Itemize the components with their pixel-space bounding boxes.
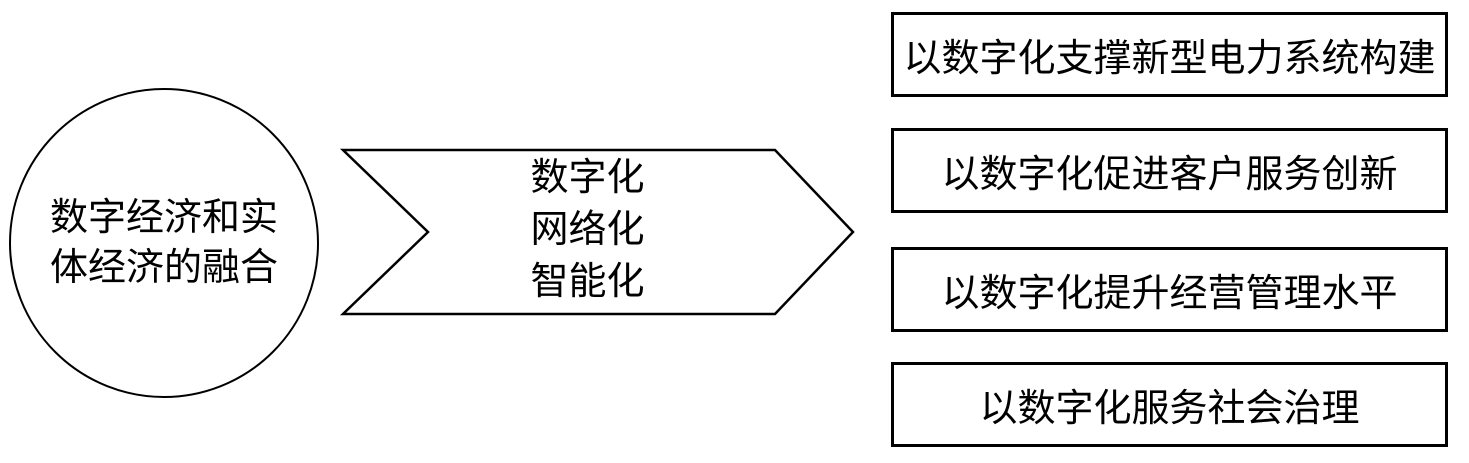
process-box-label: 以数字化提升经营管理水平 <box>941 273 1398 315</box>
process-box-social-governance: 以数字化服务社会治理 <box>891 362 1448 447</box>
process-box-label: 以数字化促进客户服务创新 <box>941 154 1398 196</box>
circle-label-line-2: 体经济的融合 <box>49 247 278 289</box>
process-box-customer-service: 以数字化促进客户服务创新 <box>891 128 1448 213</box>
arrow-label-line-digitalization: 数字化 <box>530 157 645 199</box>
arrow-label-line-networking: 网络化 <box>530 209 645 251</box>
circle-node-digital-real-economy-fusion: 数字经济和实 体经济的融合 <box>9 88 319 398</box>
process-box-management-level: 以数字化提升经营管理水平 <box>891 247 1448 332</box>
arrow-label: 数字化 网络化 智能化 <box>414 146 761 314</box>
process-box-label: 以数字化支撑新型电力系统构建 <box>903 38 1436 80</box>
arrow-label-line-intelligence: 智能化 <box>530 261 645 303</box>
circle-label-line-1: 数字经济和实 <box>49 197 278 239</box>
process-box-power-system: 以数字化支撑新型电力系统构建 <box>891 12 1448 97</box>
process-box-label: 以数字化服务社会治理 <box>979 388 1360 430</box>
